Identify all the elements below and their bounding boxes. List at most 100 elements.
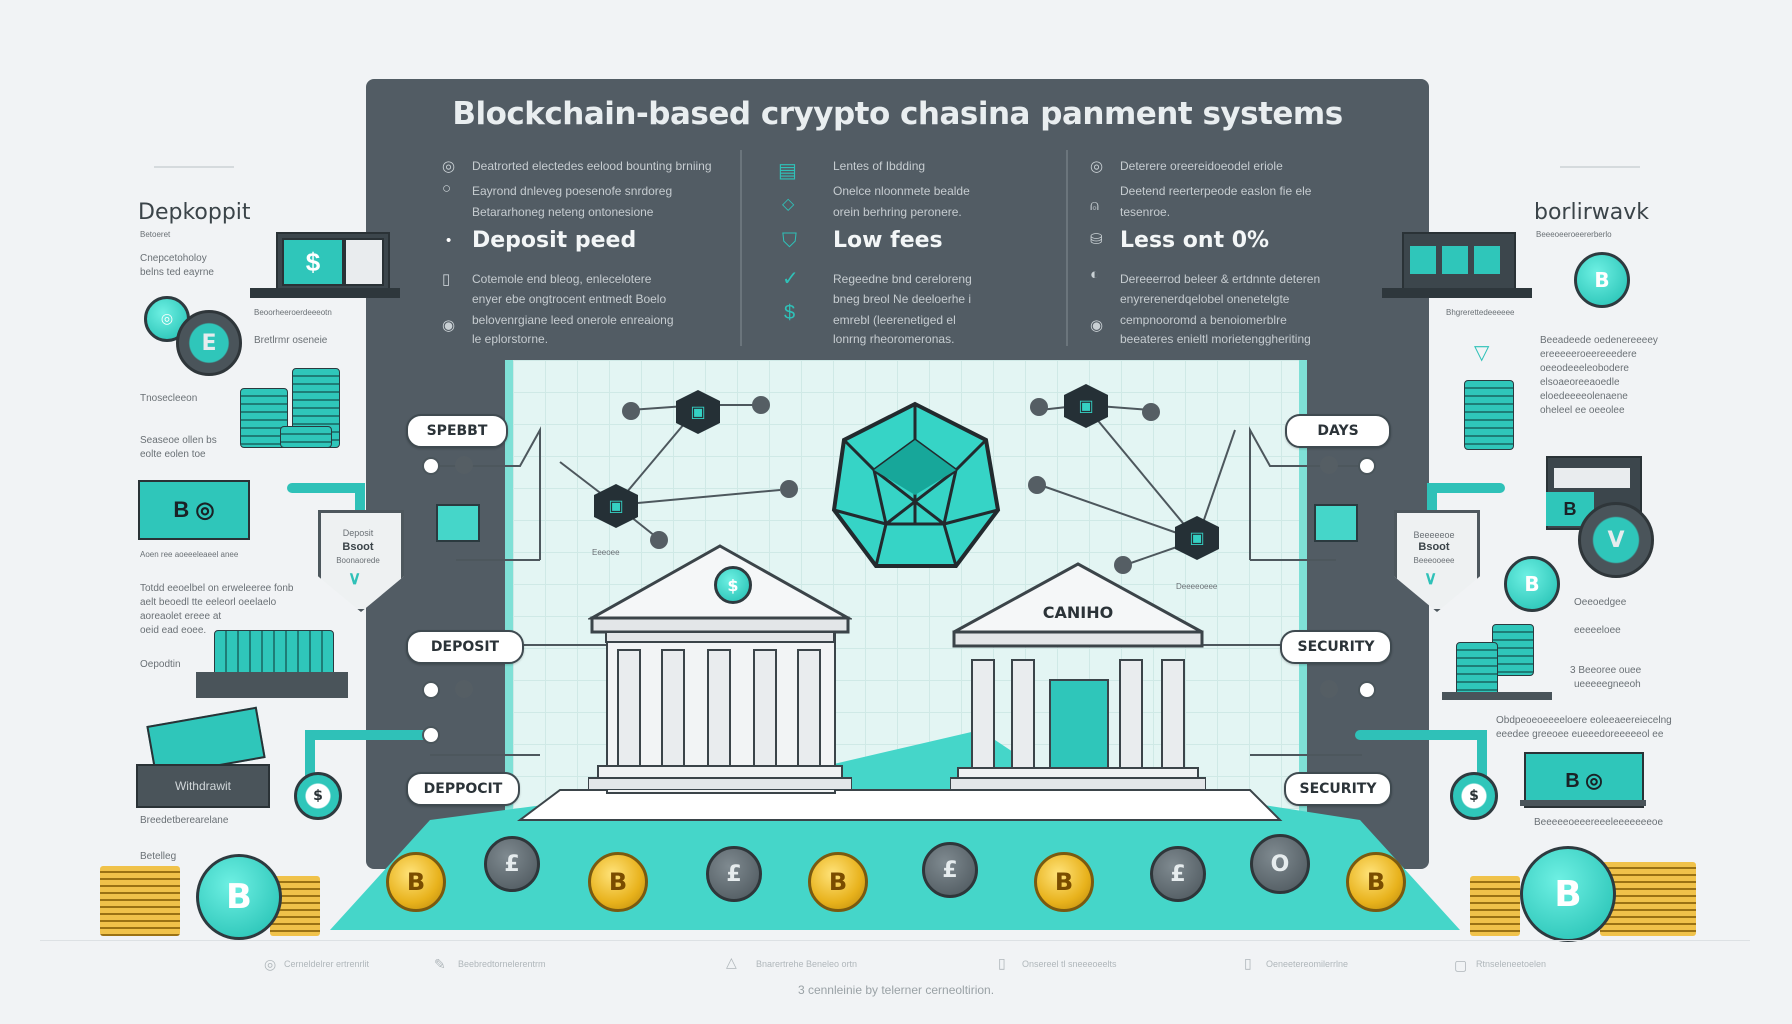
column-2-line: bneg breol Ne deeloerhe i [833, 292, 972, 306]
dollar-icon: $ [784, 302, 796, 324]
footer-icon: ◎ [264, 956, 277, 972]
bitcoin-coin-icon: B [196, 854, 282, 940]
connector-dot [1320, 456, 1338, 474]
connector-dot [1358, 681, 1376, 699]
network-node [780, 480, 798, 498]
bank-sign: CANIHO [1042, 603, 1114, 622]
feature-heading-less-fees: Less ont 0% [1120, 228, 1270, 253]
terminal-base [1382, 288, 1532, 298]
coin-stack-icon [1492, 624, 1534, 676]
column-1-line: belovenrgiane leed onerole enreaiong [472, 313, 674, 327]
user-icon: ⍝ [1090, 197, 1100, 214]
column-3-line: tesenroe. [1120, 205, 1171, 219]
network-node [622, 402, 640, 420]
footer-item: Beebredtornelerentrm [458, 959, 546, 969]
gold-coins-stack-icon [1600, 862, 1696, 936]
network-node [1114, 556, 1132, 574]
page-title: Blockchain-based cryypto chasina panment… [452, 96, 1343, 132]
lock-node-icon: ▣ [676, 390, 720, 434]
footer-icon: ▢ [1454, 957, 1468, 973]
node-label: Deeeeoeee [1176, 582, 1218, 591]
tray-icon [1442, 692, 1552, 700]
footer-item: Oeneetereomilerrlne [1266, 959, 1349, 969]
badge-line: Bsoot [1418, 541, 1450, 553]
dollar-coin-icon: $ [714, 566, 752, 604]
ledger-icon: ▤ [778, 160, 797, 182]
pound-coin-icon: £ [706, 846, 762, 902]
footer-icon: ✎ [434, 956, 446, 972]
bitcoin-coin-icon: B [1520, 846, 1616, 942]
column-2-line: Onelce nloonmete bealde [833, 184, 970, 198]
badge-line: Beeeooeee [1413, 556, 1455, 565]
footer-divider [40, 940, 1750, 941]
network-node [1142, 403, 1160, 421]
gold-coins-stack-icon [1470, 876, 1520, 936]
info-icon: ◐ [1090, 266, 1100, 283]
left-label: Beoorheeroerdeeeotn [254, 308, 332, 317]
left-side-title: Depkoppit [138, 200, 251, 225]
badge-line: Bsoot [342, 541, 374, 553]
card-icon [1314, 504, 1358, 542]
feature-heading-deposit-speed: Deposit peed [472, 228, 637, 253]
pill-days: DAYS [1285, 414, 1391, 448]
left-label: Bretlrmr oseneie [254, 335, 328, 346]
left-label: oeid ead eoee. [140, 625, 207, 636]
badge-line: Deposit [342, 528, 374, 538]
decor-line [1560, 166, 1640, 168]
token-coin-icon: V [1578, 502, 1654, 578]
footer-icon: ▯ [1244, 955, 1252, 971]
pill-deposit-2: DEPPOCIT [406, 772, 520, 806]
column-3-line: Dereeerrod beleer & ertdnnte deteren [1120, 272, 1321, 286]
bitcoin-coin-icon: B [1034, 852, 1094, 912]
pill-speed: SPEBBT [406, 414, 508, 448]
column-1-line: enyer ebe ongtrocent entmedt Boelo [472, 292, 667, 306]
badge-line: Boonaorede [336, 556, 380, 565]
pill-deposit: DEPOSIT [406, 630, 524, 664]
node-label: Eeeoee [592, 548, 620, 557]
bitcoin-coin-icon: B [1574, 252, 1630, 308]
left-label: belns ted eayrne [140, 267, 214, 278]
diamond-icon: ▽ [1474, 342, 1490, 364]
wallet-card [1554, 468, 1630, 488]
connector-dot [1320, 680, 1338, 698]
footer-icon: △ [726, 954, 737, 970]
banknote-icon: B ◎ [138, 480, 250, 540]
left-label: Totdd eeoelbel on erweleeree fonb [140, 583, 294, 594]
column-1-line: Eayrond dnleveg poesenofe snrdoreg [472, 184, 673, 198]
lock-node-icon: ▣ [1064, 384, 1108, 428]
column-2-line: emrebl (leerenetiged el [833, 313, 956, 327]
right-side-subtitle: Beeeoeeroeererberlo [1536, 230, 1612, 239]
bank-right-facade [950, 562, 1206, 790]
bitcoin-coin-icon: B [1504, 556, 1560, 612]
connector-dot [422, 726, 440, 744]
left-side-subtitle: Betoeret [140, 230, 171, 239]
euro-coin-icon: E [176, 310, 242, 376]
column-3-line: cempnooromd a benoiomerblre [1120, 313, 1287, 327]
right-label: Beeeeeoeeereeeleeeeeeeoe [1534, 817, 1664, 828]
column-1-line: le eplorstorne. [472, 332, 549, 346]
left-label: aoreaolet ereee at [140, 611, 222, 622]
footer-item: Cerneldelrer ertrenrlit [284, 959, 370, 969]
pill-security-2: SECURITY [1284, 772, 1392, 806]
feature-heading-low-fees: Low fees [833, 228, 943, 253]
dollar-coin-icon: $ [1450, 772, 1498, 820]
card-icon [436, 504, 480, 542]
network-node [1028, 476, 1046, 494]
right-label: ueeeeegneeoh [1574, 679, 1641, 690]
column-2-line: Lentes of Ibdding [833, 159, 926, 173]
column-3-line: beeateres enieltl morietenggheriting [1120, 332, 1311, 346]
bar-stack-icon [214, 630, 334, 676]
document-icon: ▯ [442, 271, 451, 288]
left-label: Aoen ree aoeeeleaeel anee [140, 550, 239, 559]
right-label: Beeadeede oedenereeeey [1540, 335, 1658, 346]
right-label: eloedeeeeolenaene [1540, 391, 1628, 402]
bullet-icon: • [446, 232, 452, 249]
network-node [1030, 398, 1048, 416]
ring-icon: ○ [442, 180, 452, 197]
connector-line [1249, 426, 1362, 560]
teal-flow-arrow [1355, 730, 1487, 785]
left-label: Seaseoe ollen bs [140, 435, 217, 446]
right-label: eeeeeloee [1574, 625, 1621, 636]
blockchain-hub-icon [831, 401, 1001, 568]
column-3-line: Deetend reerterpeode easlon fie ele [1120, 184, 1312, 198]
